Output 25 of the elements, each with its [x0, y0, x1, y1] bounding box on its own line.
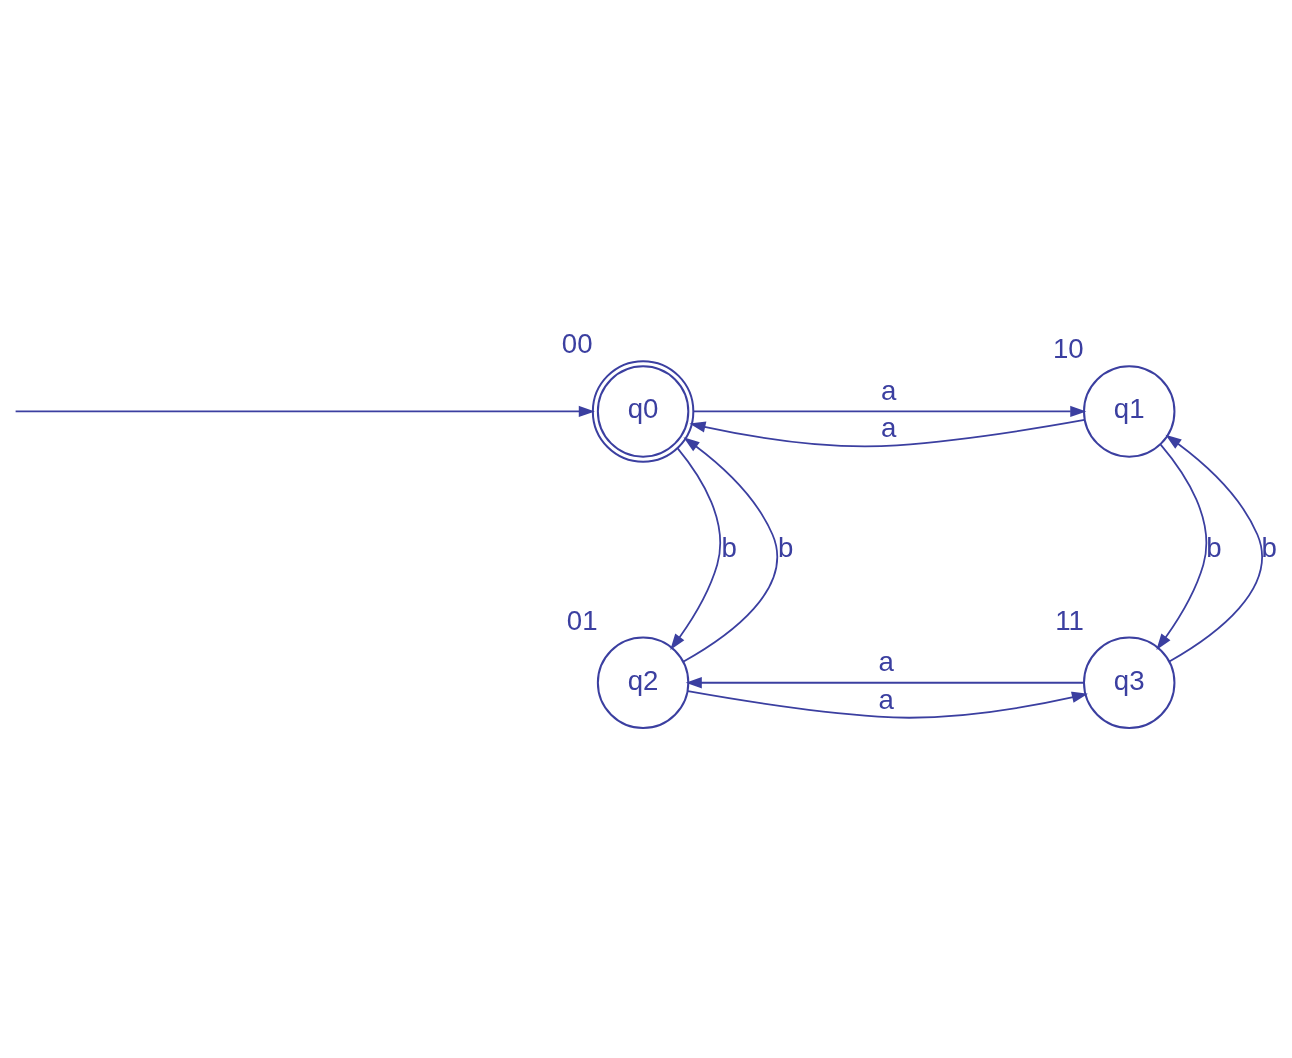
edge-label: b	[777, 531, 794, 563]
edge-label: a	[880, 411, 897, 443]
node-label: 00	[561, 327, 593, 359]
node-label: 10	[1052, 332, 1084, 364]
node-circle: q0	[591, 359, 695, 463]
edge-label: a	[878, 683, 894, 715]
arrow	[1156, 443, 1208, 650]
node-circle: q1	[1083, 364, 1176, 458]
edge-label: a	[878, 645, 894, 677]
edge-label: a	[880, 374, 897, 406]
arrow	[670, 446, 722, 650]
arrow	[685, 676, 1085, 688]
arrow	[14, 405, 595, 417]
node-circle: q3	[1083, 636, 1176, 729]
arrow	[689, 418, 1086, 447]
edge-label: b	[721, 531, 737, 563]
arrow	[687, 689, 1088, 719]
edge-label: b	[1261, 531, 1277, 563]
arrow	[692, 405, 1087, 417]
node-label: 11	[1055, 603, 1084, 635]
node-label: 01	[566, 603, 598, 635]
arrow	[1165, 434, 1263, 662]
arrow	[682, 436, 778, 663]
node-circle: q2	[596, 636, 690, 729]
edge-label: b	[1206, 531, 1222, 563]
